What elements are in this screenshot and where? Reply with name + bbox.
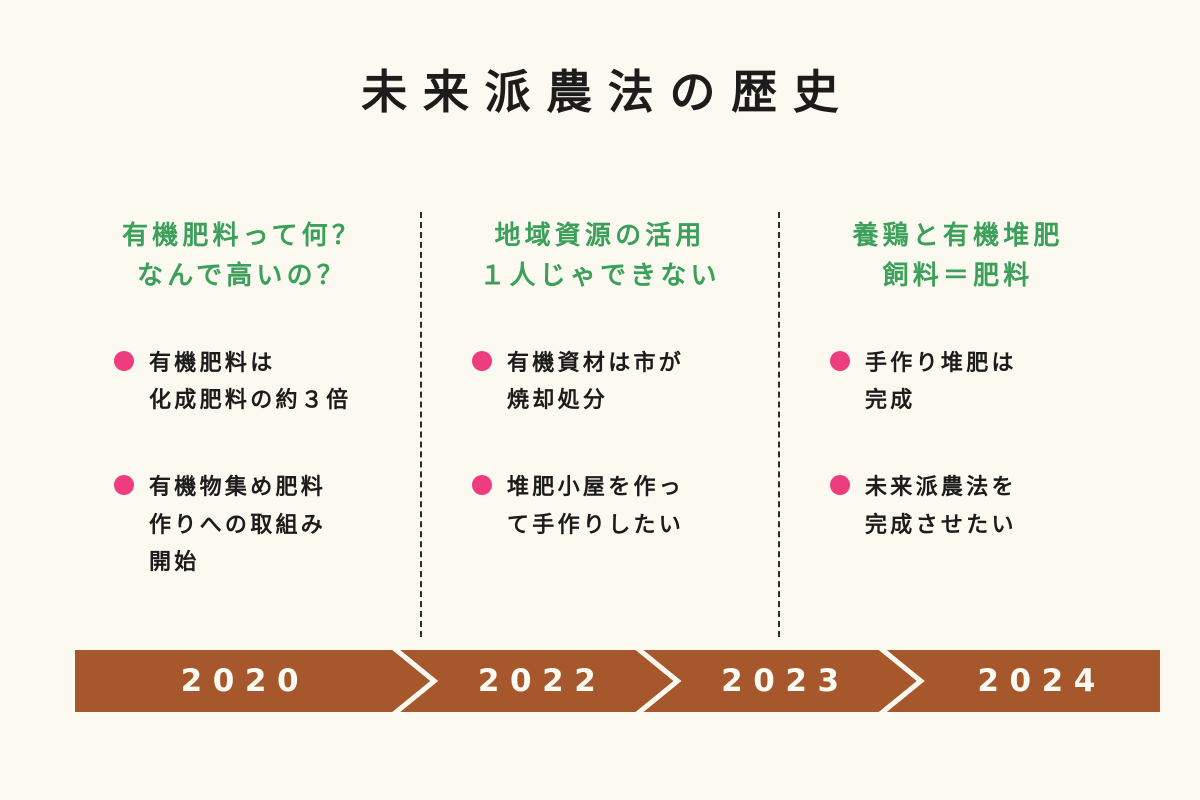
bullet-dot-icon	[472, 475, 492, 496]
year-label: 2023	[721, 663, 850, 699]
bullet-item: 堆肥小屋を作っ て手作りしたい	[472, 469, 774, 544]
bullet-list: 有機肥料は 化成肥料の約３倍 有機物集め肥料 作りへの取組み 開始	[68, 345, 416, 582]
year-label: 2020	[180, 663, 310, 699]
bullet-dot-icon	[830, 475, 850, 496]
column-2020: 有機肥料って何？ なんで高いの？ 有機肥料は 化成肥料の約３倍 有機物集め肥料 …	[68, 212, 416, 637]
dashed-divider	[420, 212, 422, 637]
timeline-segment-2022: 2022	[400, 650, 673, 712]
year-label: 2022	[477, 663, 607, 699]
timeline-segment-2020: 2020	[75, 650, 430, 712]
bullet-dot-icon	[472, 350, 492, 371]
bullet-list: 有機資材は市が 焼却処分 堆肥小屋を作っ て手作りしたい	[426, 345, 774, 545]
bullet-text: 未来派農法を 完成させたい	[865, 475, 1017, 538]
column-2023-2024: 養鶏と有機堆肥 飼料＝肥料 手作り堆肥は 完成 未来派農法を 完成させたい	[784, 212, 1132, 637]
infographic-page: 未来派農法の歴史 有機肥料って何？ なんで高いの？ 有機肥料は 化成肥料の約３倍…	[0, 65, 1200, 712]
year-label: 2024	[977, 663, 1106, 699]
column-heading: 地域資源の活用 １人じゃできない	[479, 221, 721, 292]
bullet-item: 有機資材は市が 焼却処分	[472, 345, 774, 420]
bullet-item: 未来派農法を 完成させたい	[830, 469, 1132, 544]
bullet-dot-icon	[114, 475, 134, 496]
column-heading: 有機肥料って何？ なんで高いの？	[122, 221, 362, 292]
bullet-item: 有機物集め肥料 作りへの取組み 開始	[114, 469, 416, 581]
timeline-segment-2024: 2024	[886, 650, 1160, 712]
bullet-item: 有機肥料は 化成肥料の約３倍	[114, 345, 416, 420]
bullet-dot-icon	[114, 350, 134, 371]
bullet-list: 手作り堆肥は 完成 未来派農法を 完成させたい	[784, 345, 1132, 545]
bullet-text: 堆肥小屋を作っ て手作りしたい	[507, 475, 685, 538]
bullet-text: 有機物集め肥料 作りへの取組み 開始	[149, 475, 327, 576]
column-2022: 地域資源の活用 １人じゃできない 有機資材は市が 焼却処分 堆肥小屋を作っ て手…	[426, 212, 774, 637]
bullet-text: 有機肥料は 化成肥料の約３倍	[149, 350, 352, 413]
column-heading: 養鶏と有機堆肥 飼料＝肥料	[852, 221, 1064, 292]
columns-section: 有機肥料って何？ なんで高いの？ 有機肥料は 化成肥料の約３倍 有機物集め肥料 …	[0, 212, 1200, 637]
bullet-item: 手作り堆肥は 完成	[830, 345, 1132, 420]
page-title: 未来派農法の歴史	[361, 65, 855, 119]
bullet-dot-icon	[830, 350, 850, 371]
dashed-divider	[778, 212, 780, 637]
timeline-segment-2023: 2023	[643, 650, 916, 712]
bullet-text: 有機資材は市が 焼却処分	[507, 350, 685, 413]
timeline: 2020 2022 2023 2024	[75, 650, 1160, 712]
bullet-text: 手作り堆肥は 完成	[865, 350, 1017, 413]
